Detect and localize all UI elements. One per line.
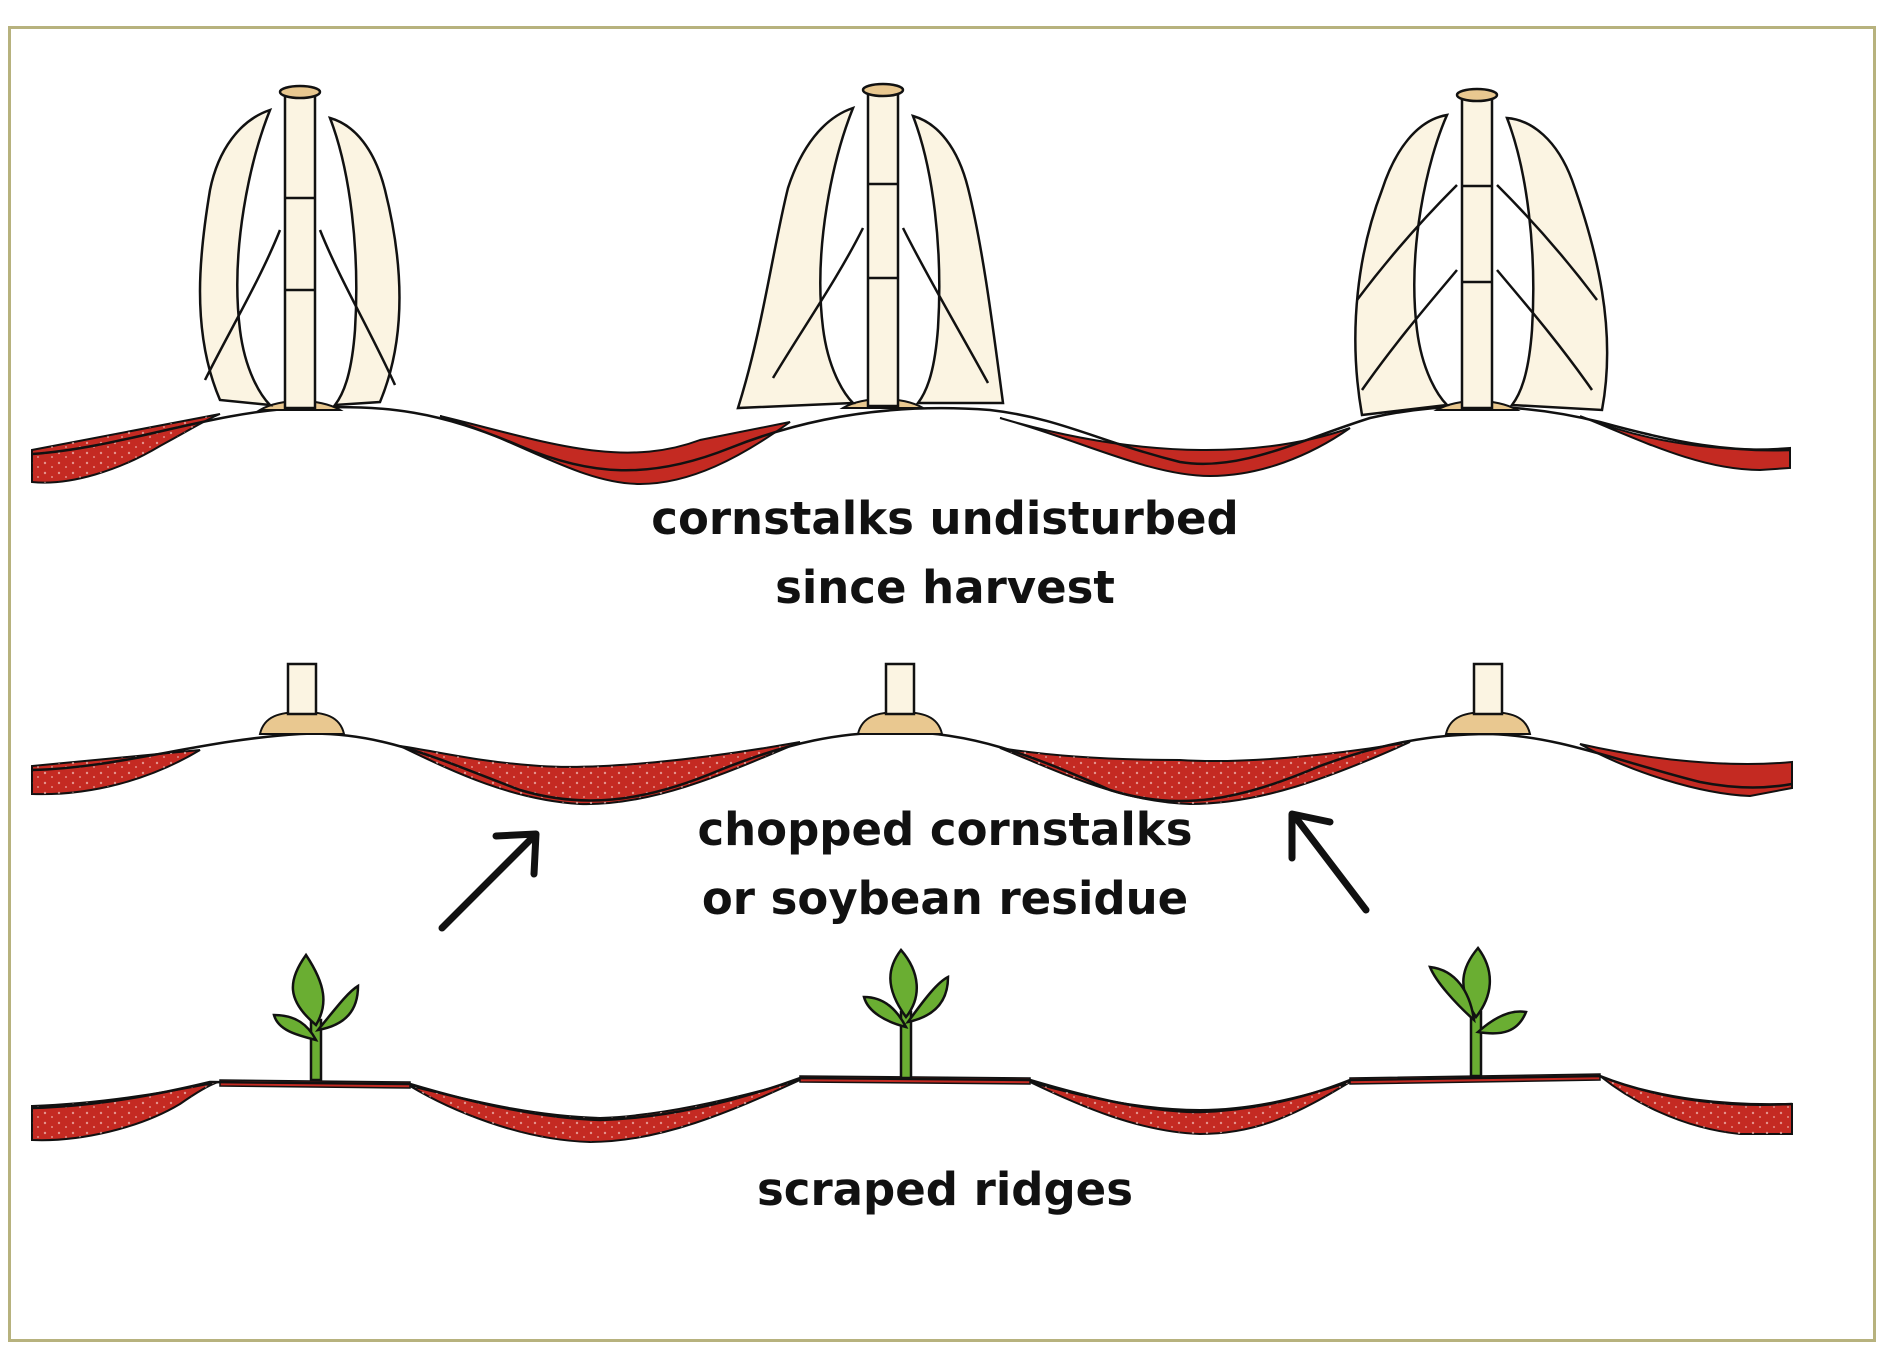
cornstalk-icon bbox=[736, 82, 1005, 410]
row1-caption-line2: since harvest bbox=[775, 561, 1115, 614]
row2-caption-line1: chopped cornstalks bbox=[697, 803, 1193, 856]
cornstalk-icon bbox=[1354, 87, 1609, 417]
arrow-icon bbox=[1288, 810, 1370, 914]
row3-caption: scraped ridges bbox=[757, 1163, 1133, 1216]
diagram-frame bbox=[8, 26, 1876, 1342]
row1-caption-line1: cornstalks undisturbed bbox=[651, 492, 1239, 545]
row1-profile bbox=[31, 405, 1791, 486]
arrow-icon bbox=[438, 830, 540, 932]
row2-profile bbox=[31, 730, 1793, 806]
cornstalk-icon bbox=[198, 84, 401, 411]
stalk-stub-icon bbox=[856, 662, 944, 735]
stalk-stub-icon bbox=[258, 662, 346, 735]
stalk-stub-icon bbox=[1444, 662, 1532, 735]
row3-profile bbox=[31, 1073, 1793, 1144]
seedling-icon bbox=[1428, 945, 1528, 1078]
row2-caption-line2: or soybean residue bbox=[701, 872, 1189, 925]
seedling-icon bbox=[862, 948, 950, 1080]
seedling-icon bbox=[272, 952, 360, 1082]
